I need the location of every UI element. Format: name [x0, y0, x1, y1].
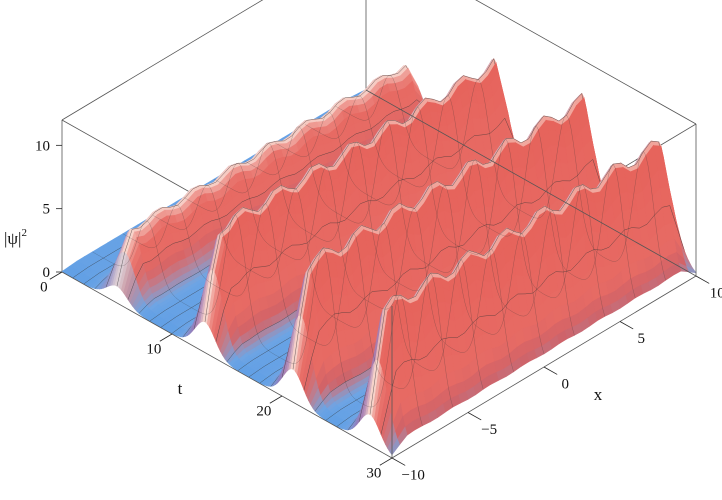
- mesh-line-t: [116, 65, 422, 287]
- box-edge: [475, 0, 697, 125]
- surface-mesh: [61, 58, 697, 456]
- mesh-line-t: [127, 99, 433, 300]
- box-edge: [61, 0, 264, 121]
